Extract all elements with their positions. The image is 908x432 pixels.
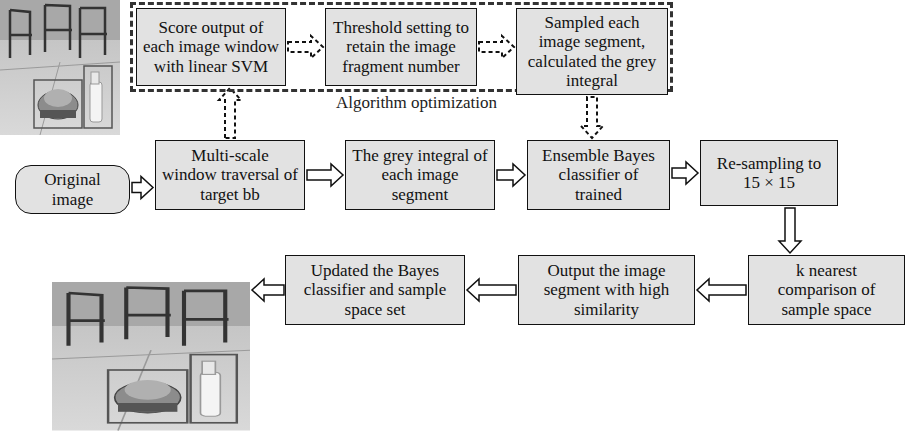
box-label: Threshold setting to retain the image fr… [332,18,470,75]
process-box: Sampled each image segment, calculated t… [516,8,668,95]
box-label: Re-sampling to 15 × 15 [707,154,831,192]
box-label: k nearest comparison of sample space [755,261,898,318]
process-box: Updated the Bayes classifier and sample … [285,255,465,325]
process-box: Output the image segment with high simil… [518,255,695,325]
box-label: Sampled each image segment, calculated t… [523,13,661,89]
box-label: Multi-scale window traversal of target b… [162,146,298,203]
dashed-block-arrow [288,36,323,58]
block-arrow [307,164,343,186]
process-box: Re-sampling to 15 × 15 [700,140,838,206]
input-photo [0,0,120,135]
block-arrow [132,177,153,199]
block-arrow [779,208,801,253]
block-arrow [672,162,698,184]
block-arrow [697,279,746,301]
process-box: The grey integral of each image segment [345,140,495,210]
process-box: Ensemble Bayes classifier of trained [527,140,670,210]
box-label: Output the image segment with high simil… [525,261,688,318]
block-arrow [497,164,525,186]
box-label: Original image [22,170,123,208]
box-label: Ensemble Bayes classifier of trained [534,146,663,203]
process-box: k nearest comparison of sample space [748,255,905,325]
box-label: Updated the Bayes classifier and sample … [292,261,458,318]
output-photo [52,282,250,431]
output-arrow [252,279,284,301]
box-label: Score output of each image window with l… [143,18,279,75]
group-label: Algorithm optimization [333,93,500,112]
process-box: Score output of each image window with l… [136,8,286,86]
process-box: Original image [15,165,130,214]
process-box: Threshold setting to retain the image fr… [325,8,477,86]
box-label: The grey integral of each image segment [352,146,488,203]
block-arrow [467,279,516,301]
process-box: Multi-scale window traversal of target b… [155,140,305,210]
dashed-block-arrow [479,36,514,58]
dashed-block-arrow [219,88,241,138]
dashed-block-arrow [581,97,603,138]
optimization-group: Algorithm optimizationScore output of ea… [130,2,673,92]
